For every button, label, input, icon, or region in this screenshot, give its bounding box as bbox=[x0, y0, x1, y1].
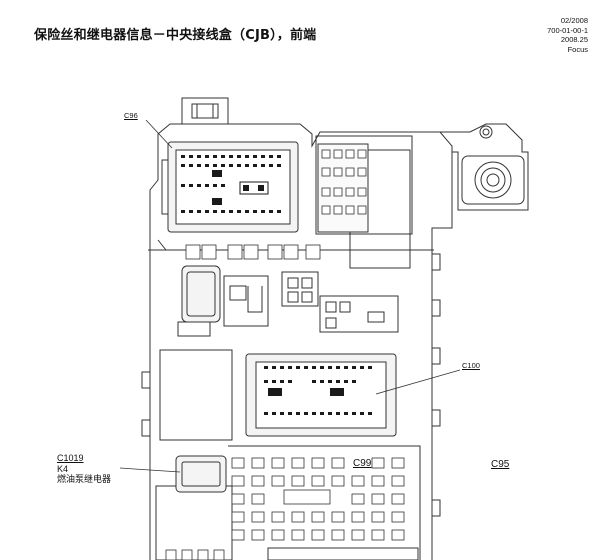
connector-c100 bbox=[245, 353, 397, 437]
k4-leader bbox=[119, 467, 181, 473]
mounting-bracket bbox=[440, 123, 529, 211]
meta-code: 700-01-00-1 bbox=[547, 25, 588, 35]
lower-fuses bbox=[165, 457, 405, 560]
page-title: 保险丝和继电器信息－中央接线盒（CJB），前端 bbox=[34, 28, 317, 43]
label-c1019: C1019 bbox=[57, 453, 84, 463]
meta-revision: 2008.25 bbox=[560, 35, 588, 44]
c96-leader bbox=[145, 119, 173, 149]
bracket-stud bbox=[474, 161, 512, 199]
lower-fuse-panel bbox=[228, 445, 421, 560]
c96-pins bbox=[181, 155, 281, 213]
label-fuel-pump-relay: 燃油泵继电器 bbox=[57, 475, 112, 485]
label-k4: K4 bbox=[57, 464, 69, 474]
meta-date: 02/2008 bbox=[560, 16, 588, 25]
housing-top-tab bbox=[181, 97, 229, 124]
c100-pins bbox=[264, 366, 372, 415]
label-c99: C99 bbox=[353, 458, 372, 469]
top-tab-slot bbox=[191, 103, 219, 119]
mini-fuse-row bbox=[185, 244, 321, 260]
meta-model: Focus bbox=[567, 44, 588, 54]
label-c100: C100 bbox=[462, 361, 480, 370]
housing-outline bbox=[149, 123, 453, 560]
document-meta: 02/2008 700-01-00-1 2008.25 Focus bbox=[547, 16, 588, 54]
label-c96: C96 bbox=[124, 111, 138, 120]
c100-leader bbox=[375, 369, 461, 395]
lower-left-blocks bbox=[155, 349, 233, 560]
label-c95: C95 bbox=[491, 459, 510, 470]
bracket-bolt-hole bbox=[479, 125, 493, 139]
relay-center-left bbox=[177, 265, 399, 337]
top-right-fuses bbox=[321, 149, 367, 215]
